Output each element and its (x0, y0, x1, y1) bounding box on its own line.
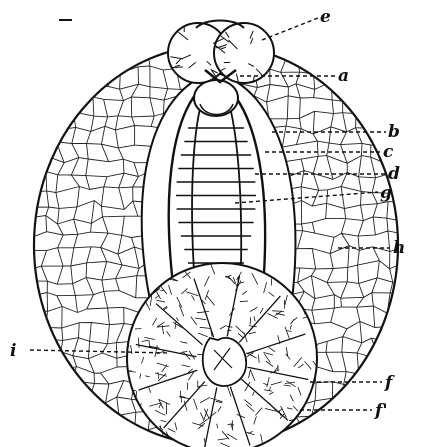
label-i: i (10, 341, 16, 361)
label-a: a (338, 66, 349, 86)
label-f-prime: f' (374, 401, 388, 421)
label-b: b (388, 122, 400, 142)
label-d: d (388, 164, 400, 184)
label-f: f (384, 373, 395, 393)
label-e: e (320, 7, 331, 27)
label-g: g (380, 183, 392, 203)
label-h: h (393, 238, 405, 258)
label-c: c (383, 142, 394, 162)
